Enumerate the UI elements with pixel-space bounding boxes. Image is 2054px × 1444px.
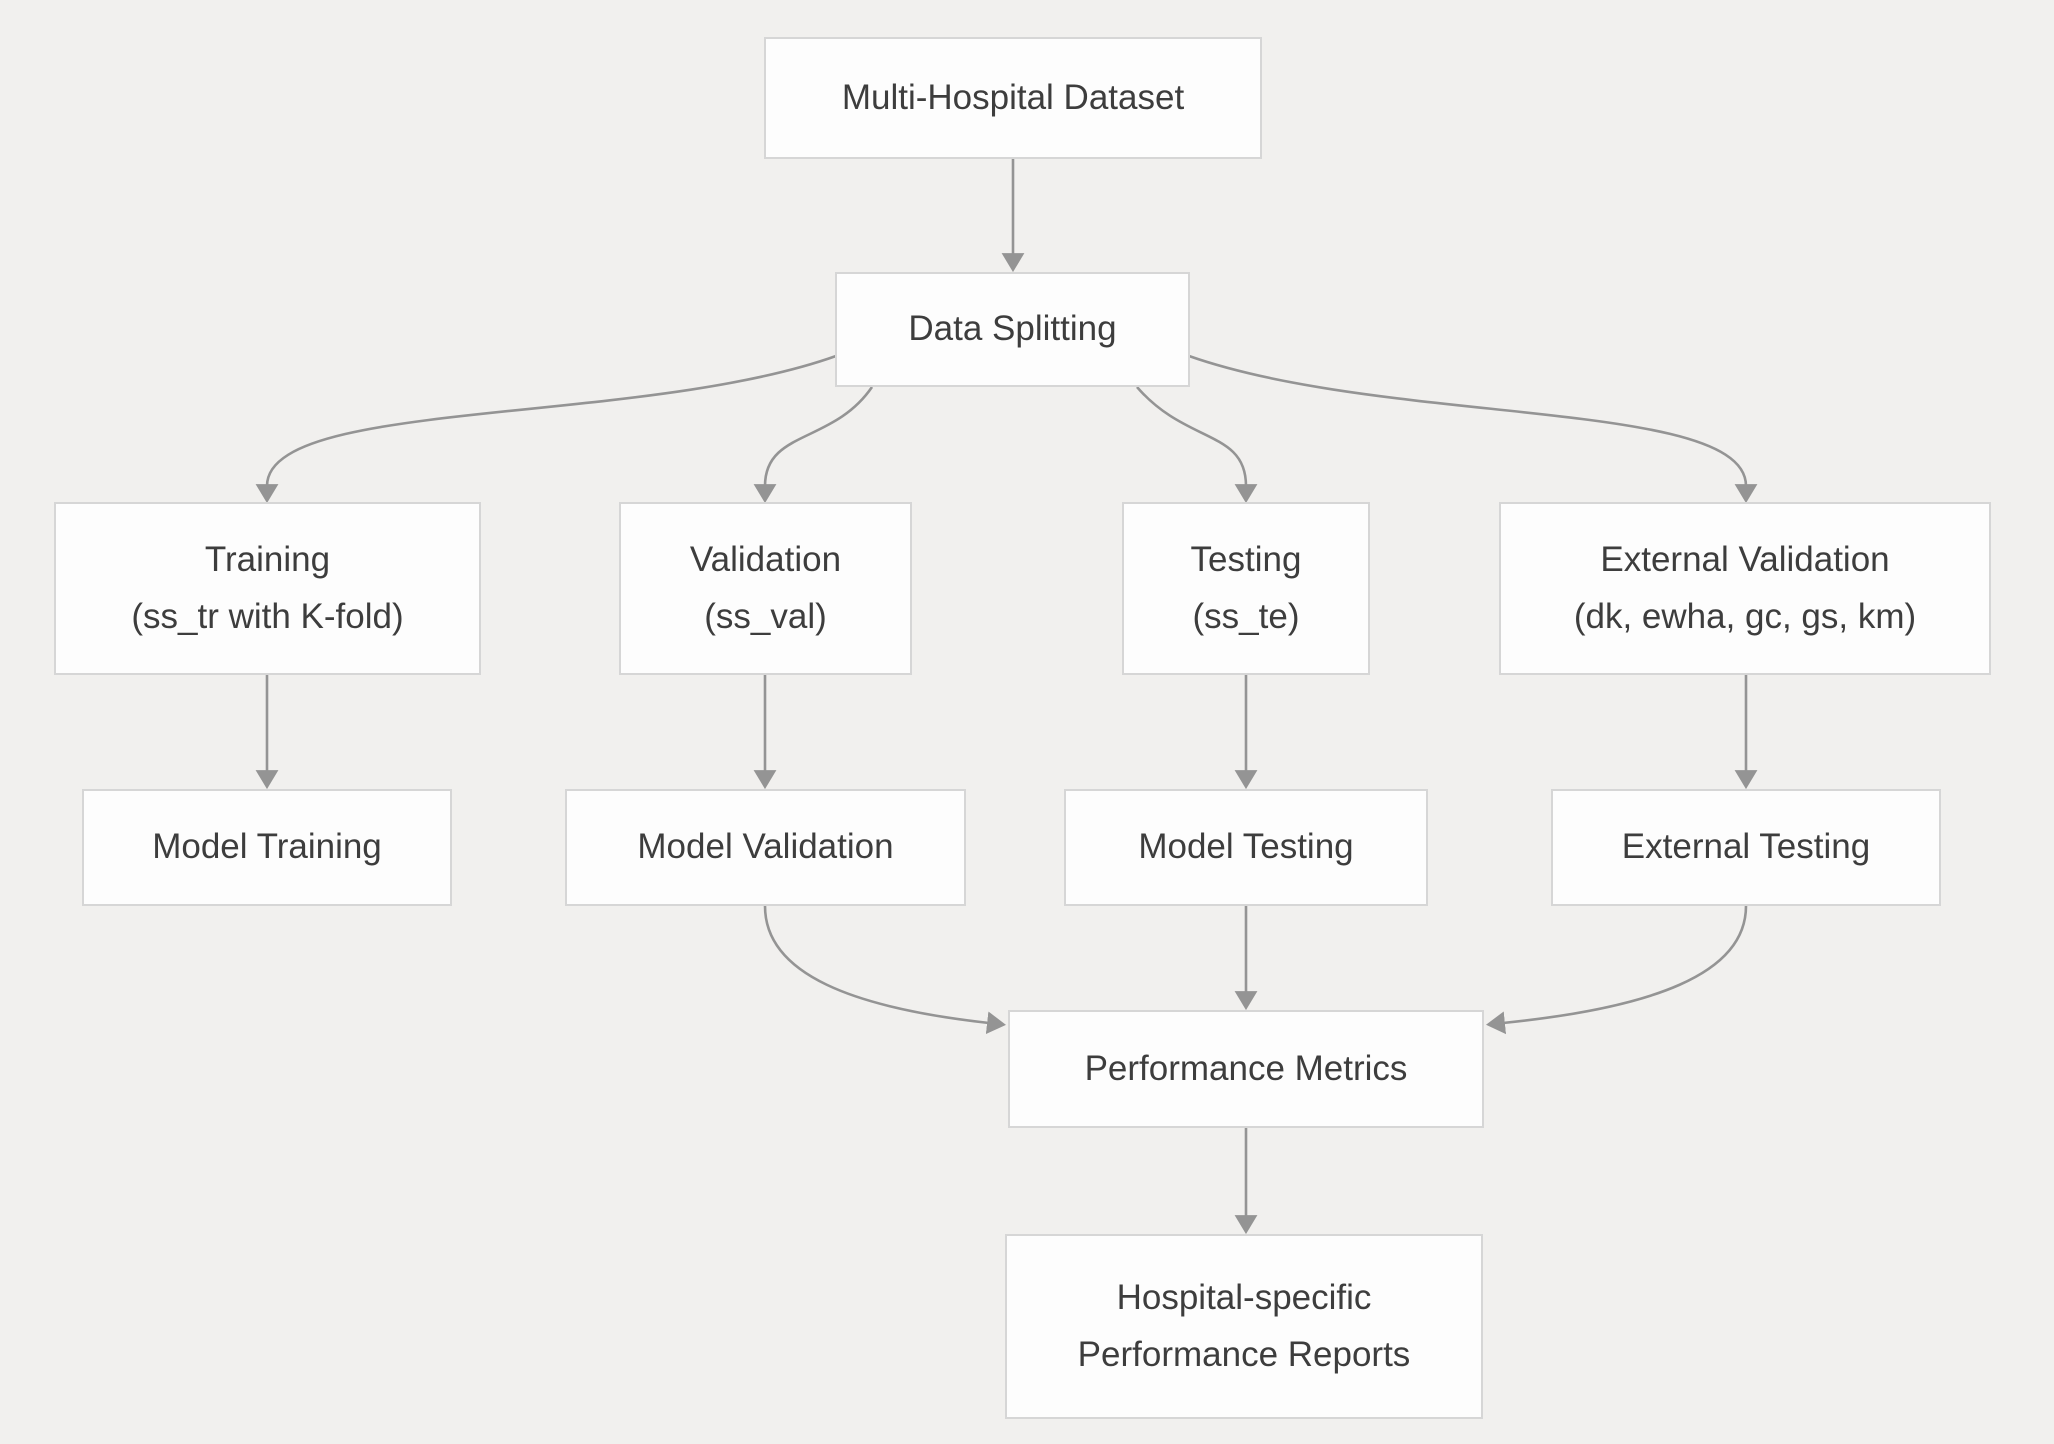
node-sublabel: Performance Reports [1077, 1334, 1411, 1374]
node-training: Training (ss_tr with K-fold) [54, 502, 481, 675]
node-model-testing: Model Testing [1064, 789, 1428, 906]
node-sublabel: (ss_te) [1192, 596, 1300, 636]
node-external-testing: External Testing [1551, 789, 1941, 906]
node-label: Performance Metrics [1084, 1048, 1408, 1088]
edge-splitting-to-training [255, 354, 837, 504]
node-label: Model Training [152, 827, 382, 867]
node-model-validation: Model Validation [565, 789, 966, 906]
node-performance-metrics: Performance Metrics [1008, 1010, 1484, 1128]
node-validation: Validation (ss_val) [619, 502, 912, 675]
node-label: Multi-Hospital Dataset [841, 77, 1185, 117]
node-label: Testing [1190, 539, 1302, 579]
edge-splitting-to-testing [1136, 386, 1258, 504]
node-label: External Validation [1600, 539, 1890, 579]
node-label: Training [204, 539, 331, 579]
edge-external-testing-to-performance-metrics [1485, 905, 1748, 1035]
edge-splitting-to-validation [753, 386, 874, 504]
edge-splitting-to-external-validation [1188, 354, 1758, 504]
node-label: Model Testing [1138, 827, 1354, 867]
node-external-validation: External Validation (dk, ewha, gc, gs, k… [1499, 502, 1991, 675]
node-label: Model Validation [637, 827, 894, 867]
node-sublabel: (dk, ewha, gc, gs, km) [1573, 596, 1917, 636]
node-model-training: Model Training [82, 789, 452, 906]
node-label: Validation [689, 539, 842, 579]
node-data-splitting: Data Splitting [835, 272, 1190, 387]
node-hospital-specific-performance-reports: Hospital-specific Performance Reports [1005, 1234, 1483, 1419]
edge-model-validation-to-performance-metrics [763, 905, 1006, 1035]
node-sublabel: (ss_tr with K-fold) [131, 596, 404, 636]
node-label: Hospital-specific [1116, 1277, 1372, 1317]
node-sublabel: (ss_val) [704, 596, 827, 636]
node-label: Data Splitting [908, 309, 1117, 349]
node-label: External Testing [1621, 827, 1871, 867]
node-testing: Testing (ss_te) [1122, 502, 1370, 675]
node-multi-hospital-dataset: Multi-Hospital Dataset [764, 37, 1262, 159]
